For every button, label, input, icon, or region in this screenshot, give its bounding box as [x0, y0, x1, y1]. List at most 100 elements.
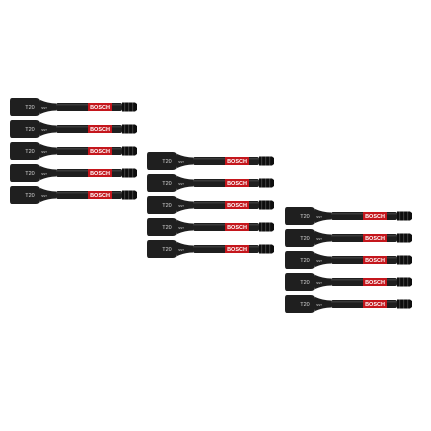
bit-neck: [177, 198, 193, 212]
tip-flute: [403, 233, 405, 243]
torx-tip: [122, 124, 137, 134]
tip-flute: [269, 222, 271, 232]
brand-band: [88, 147, 112, 155]
tip-flute: [269, 200, 271, 210]
size-label: T20: [300, 280, 309, 286]
tip-flute: [124, 124, 126, 134]
tip-flute: [265, 244, 267, 254]
code-label: SST: [41, 106, 47, 110]
bit-shank: [10, 186, 40, 204]
brand-text: BOSCH: [365, 302, 385, 308]
tip-flute: [132, 190, 134, 200]
tip-flute: [399, 255, 401, 265]
tip-flute: [403, 277, 405, 287]
brand-band: [363, 278, 387, 286]
brand-text: BOSCH: [365, 236, 385, 242]
bit-neck: [177, 176, 193, 190]
size-label: T20: [162, 225, 171, 231]
tip-flute: [269, 156, 271, 166]
bit-shank: [285, 273, 315, 291]
brand-band: [225, 245, 249, 253]
tip-flute: [132, 146, 134, 156]
bit-shank: [10, 142, 40, 160]
bit-neck: [177, 220, 193, 234]
tip-flute: [407, 277, 409, 287]
tip-flute: [261, 200, 263, 210]
tip-flute: [407, 233, 409, 243]
code-label: SST: [41, 194, 47, 198]
bit-shank: [10, 164, 40, 182]
bit-neck: [40, 166, 56, 180]
tip-flute: [407, 255, 409, 265]
bit-neck: [40, 144, 56, 158]
tip-flute: [399, 299, 401, 309]
brand-text: BOSCH: [365, 214, 385, 220]
tip-flute: [128, 124, 130, 134]
brand-text: BOSCH: [90, 193, 110, 199]
bit-shank: [147, 218, 177, 236]
code-label: SST: [316, 303, 322, 307]
tip-flute: [128, 102, 130, 112]
tip-flute: [124, 102, 126, 112]
brand-band: [225, 201, 249, 209]
bit-neck: [40, 188, 56, 202]
brand-text: BOSCH: [365, 280, 385, 286]
tip-flute: [403, 299, 405, 309]
torx-tip: [122, 102, 137, 112]
tip-flute: [128, 168, 130, 178]
tip-flute: [132, 124, 134, 134]
size-label: T20: [162, 203, 171, 209]
torx-tip: [122, 168, 137, 178]
tip-flute: [407, 211, 409, 221]
size-label: T20: [25, 149, 34, 155]
brand-band: [363, 234, 387, 242]
tip-flute: [403, 211, 405, 221]
tip-flute: [403, 255, 405, 265]
tip-flute: [128, 146, 130, 156]
brand-text: BOSCH: [227, 181, 247, 187]
bit-shank: [147, 174, 177, 192]
torx-tip: [397, 233, 412, 243]
torx-tip: [259, 200, 274, 210]
tip-flute: [261, 178, 263, 188]
tip-flute: [265, 156, 267, 166]
code-label: SST: [316, 215, 322, 219]
torx-tip: [122, 190, 137, 200]
brand-band: [363, 212, 387, 220]
code-label: SST: [178, 226, 184, 230]
code-label: SST: [178, 160, 184, 164]
brand-band: [88, 191, 112, 199]
code-label: SST: [178, 204, 184, 208]
bit-shank: [147, 240, 177, 258]
bit-shank: [147, 152, 177, 170]
tip-flute: [269, 244, 271, 254]
torx-tip: [122, 146, 137, 156]
code-label: SST: [178, 182, 184, 186]
size-label: T20: [300, 214, 309, 220]
bit-shank: [147, 196, 177, 214]
tip-flute: [399, 211, 401, 221]
tip-flute: [124, 190, 126, 200]
brand-band: [225, 179, 249, 187]
bit-shank: [285, 207, 315, 225]
code-label: SST: [41, 150, 47, 154]
brand-text: BOSCH: [90, 149, 110, 155]
size-label: T20: [25, 193, 34, 199]
code-label: SST: [41, 172, 47, 176]
bit-shank: [10, 120, 40, 138]
code-label: SST: [41, 128, 47, 132]
brand-text: BOSCH: [90, 105, 110, 111]
impact-bit: BOSCH T20 SST: [10, 186, 137, 204]
tip-flute: [261, 244, 263, 254]
